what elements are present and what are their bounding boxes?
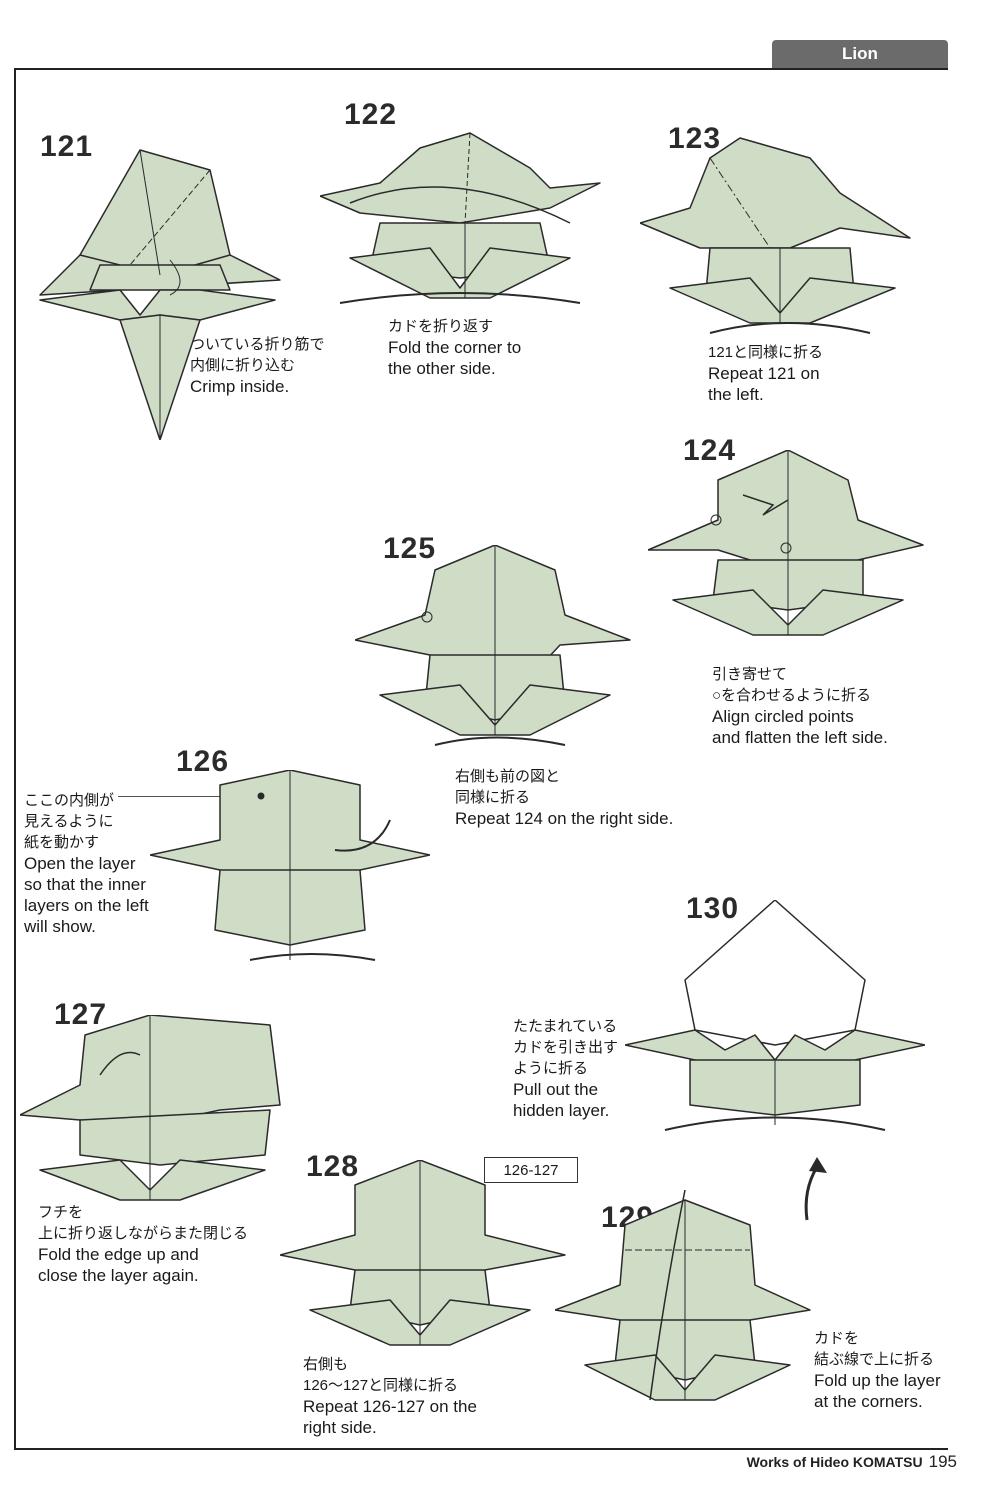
section-tab: Lion [772, 40, 948, 68]
step-number-130: 130 [686, 892, 740, 925]
step-number-127: 127 [54, 998, 108, 1031]
step-number-128: 128 [306, 1150, 360, 1183]
step-number-125: 125 [383, 532, 437, 565]
caption-129: カドを 結ぶ線で上に折る Fold up the layer at the co… [814, 1330, 941, 1411]
diagram-126 [150, 770, 430, 961]
caption-126: ここの内側が 見えるように 紙を動かす Open the layer so th… [24, 792, 149, 936]
diagram-122 [320, 132, 601, 304]
footer-credit: Works of Hideo KOMATSU [746, 1454, 923, 1470]
caption-128: 右側も 126～127と同様に折る Repeat 126-127 on the … [303, 1356, 477, 1437]
diagram-123 [640, 137, 911, 334]
diagram-130 [625, 900, 925, 1131]
step-number-124: 124 [683, 434, 737, 467]
page-frame [14, 68, 948, 1450]
caption-122: カドを折り返す Fold the corner to the other sid… [388, 318, 522, 378]
step-number-126: 126 [176, 745, 230, 778]
caption-121: ついている折り筋で 内側に折り込む Crimp inside. [190, 336, 325, 396]
diagram-121 [39, 149, 281, 440]
diagram-128 [280, 1160, 566, 1346]
page-footer: Works of Hideo KOMATSU 195 [747, 1452, 957, 1472]
diagram-129 [555, 1190, 811, 1401]
page-number: 195 [928, 1452, 957, 1471]
caption-127: フチを 上に折り返しながらまた閉じる Fold the edge up and … [38, 1204, 249, 1285]
step-number-123: 123 [668, 122, 722, 155]
arrow-up-icon [804, 1157, 827, 1221]
caption-123: 121と同様に折る Repeat 121 on the left. [708, 344, 824, 404]
step-number-121: 121 [40, 130, 94, 163]
reference-box: 126-127 [484, 1157, 578, 1183]
step-number-122: 122 [344, 98, 398, 131]
caption-125: 右側も前の図と 同様に折る Repeat 124 on the right si… [455, 768, 674, 828]
diagram-125 [355, 545, 631, 746]
leader-line-126 [118, 796, 258, 797]
caption-124: 引き寄せて ○を合わせるように折る Align circled points a… [712, 666, 888, 747]
diagram-127 [20, 1015, 281, 1201]
caption-130: たたまれている カドを引き出す ように折る Pull out the hidde… [513, 1018, 619, 1120]
diagram-124 [648, 450, 924, 636]
